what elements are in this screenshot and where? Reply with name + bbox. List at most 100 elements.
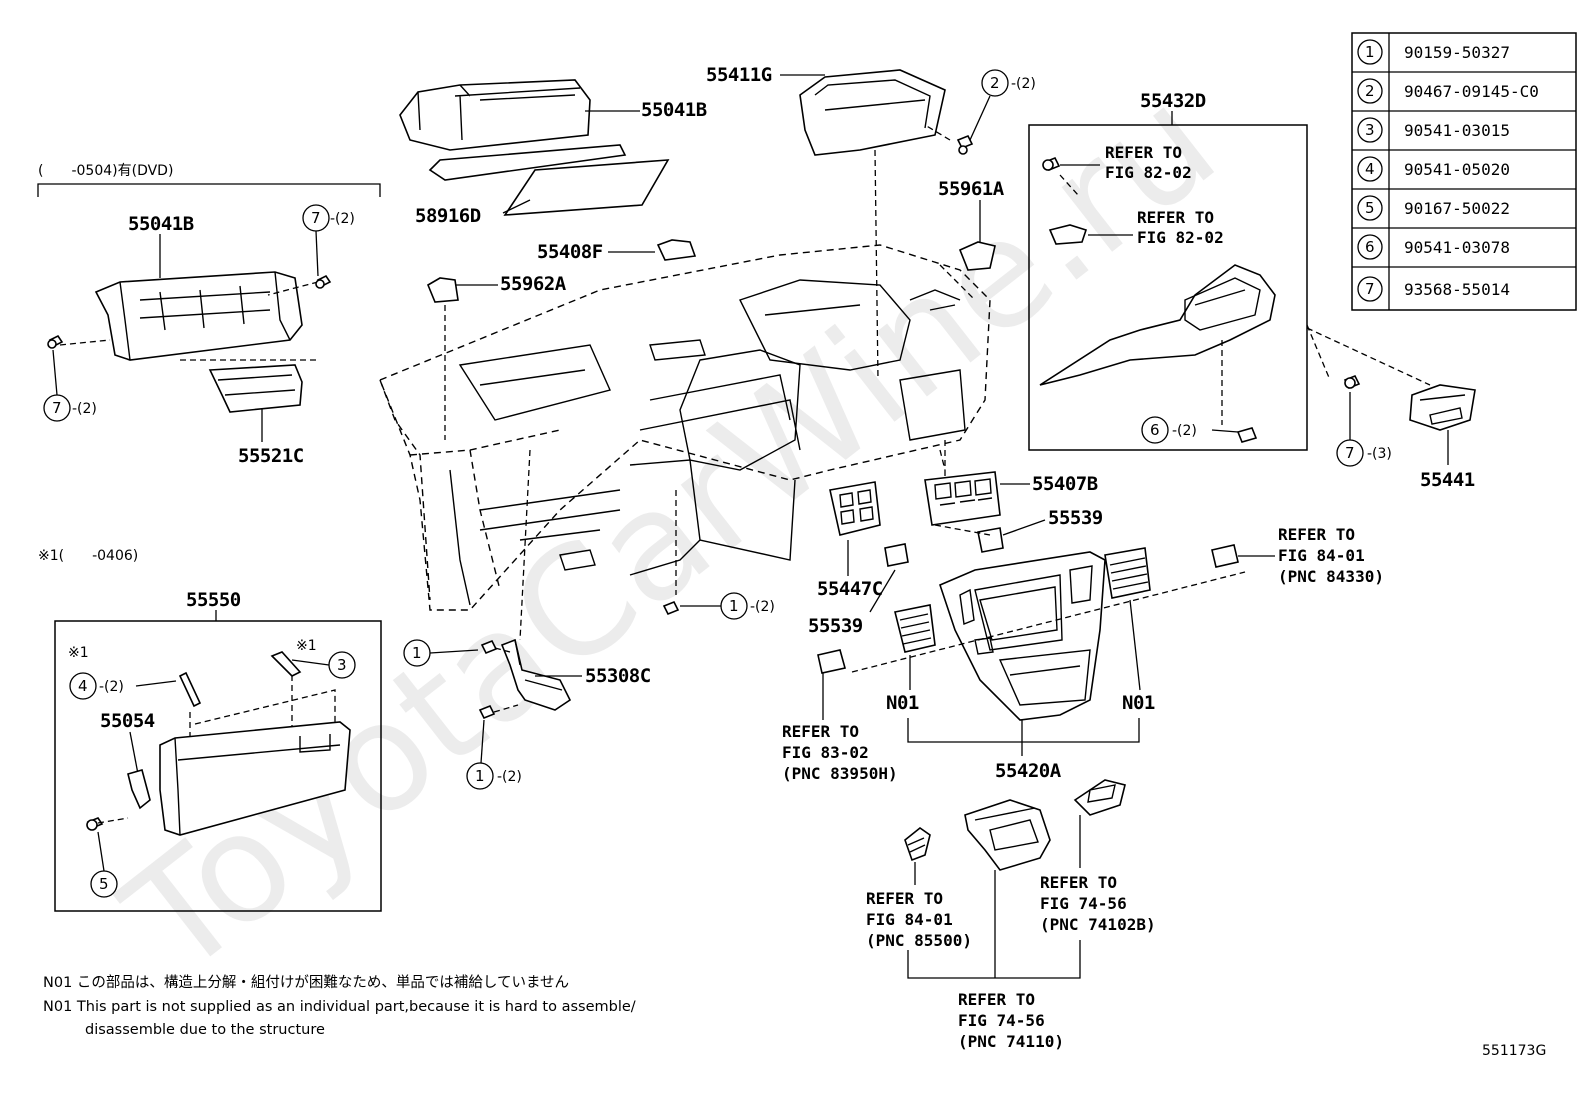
- refer-r8302: REFER TO FIG 83-02 (PNC 83950H): [782, 673, 898, 783]
- part-label-55308C: 55308C: [585, 665, 651, 687]
- table-index: 2: [1365, 82, 1375, 100]
- glovebox-group-heading: ※1( -0406): [38, 548, 138, 564]
- refer-line: (PNC 85500): [866, 931, 972, 950]
- glovebox-door-part: [159, 721, 351, 836]
- callout-5: 5: [99, 875, 109, 893]
- callout-3: 3: [337, 656, 347, 674]
- table-part-number: 90541-03078: [1404, 238, 1510, 257]
- refer-line: FIG 84-01: [1278, 546, 1365, 565]
- connector-part: [817, 649, 846, 674]
- switch-panel-55407B: [924, 471, 1001, 526]
- dvd-bracket-part: [94, 271, 303, 361]
- part-label-N01-left: N01: [886, 692, 919, 714]
- lock-part: [127, 769, 151, 810]
- top-center-parts: 55041B 58916D 55411G 2 -(2) 55408F 55962…: [399, 64, 1036, 440]
- screw-icon: [270, 651, 302, 677]
- callout-4: 4: [78, 677, 88, 695]
- clip-part-55408F: [656, 239, 697, 261]
- bracket-group: 55308C 1 1 -(2) 1 -(2): [403, 449, 775, 790]
- callout-qty: -(2): [1011, 76, 1036, 92]
- refer-label: REFER TO: [1137, 208, 1214, 227]
- clip-part-55962A: [426, 277, 459, 303]
- part-label-55961A: 55961A: [938, 178, 1005, 200]
- console-group: 55432D REFER TO FIG 82-02 REFER TO FIG 8…: [1028, 90, 1308, 451]
- connector-part: [1211, 544, 1239, 568]
- clip-part: [1048, 224, 1088, 245]
- screw-icon: [662, 600, 680, 616]
- note-mark: ※1: [68, 645, 89, 661]
- switch-55539-b: [977, 527, 1004, 553]
- part-label-55407B: 55407B: [1032, 473, 1098, 495]
- table-part-number: 90467-09145-C0: [1404, 82, 1539, 101]
- part-label-55420A: 55420A: [995, 760, 1062, 782]
- table-part-number: 93568-55014: [1404, 280, 1510, 299]
- vent-left: [894, 604, 936, 653]
- refer-line: FIG 74-56: [1040, 894, 1127, 913]
- dvd-group-heading: ( -0504)有(DVD): [38, 163, 173, 179]
- notes: N01 この部品は、構造上分解・組付けが困難なため、単品では補給していません N…: [43, 974, 636, 1038]
- callout-qty: -(2): [497, 769, 522, 785]
- center-cluster-group: N01 N01 55420A: [817, 544, 1246, 782]
- vent-right: [1104, 547, 1151, 599]
- fastener-table: 1 90159-50327 2 90467-09145-C0 3 90541-0…: [1351, 32, 1577, 311]
- screw-icon: [480, 639, 498, 655]
- table-index: 1: [1365, 43, 1375, 61]
- callout-qty: -(2): [750, 599, 775, 615]
- screw-icon: [315, 274, 332, 289]
- switch-55539-a: [884, 543, 909, 567]
- refer-label: FIG 82-02: [1105, 163, 1192, 182]
- part-label-55041B-dvd: 55041B: [128, 213, 194, 235]
- screw-icon: [956, 134, 974, 150]
- tray-part-55441: [1409, 384, 1476, 431]
- refer-label: REFER TO: [1105, 143, 1182, 162]
- table-part-number: 90541-05020: [1404, 160, 1510, 179]
- table-index: 6: [1365, 238, 1375, 256]
- table-part-number: 90541-03015: [1404, 121, 1510, 140]
- bottom-center-parts: REFER TO FIG 84-01 (PNC 85500) REFER TO …: [866, 779, 1156, 1051]
- table-part-number: 90159-50327: [1404, 43, 1510, 62]
- refer-line: REFER TO: [1278, 525, 1355, 544]
- screw-icon: [47, 334, 64, 349]
- refer-line: (PNC 74102B): [1040, 915, 1156, 934]
- refer-line: FIG 83-02: [782, 743, 869, 762]
- bracket-part: [1073, 779, 1126, 816]
- callout-7-top: 7: [311, 209, 321, 227]
- table-index: 3: [1365, 121, 1375, 139]
- cluster-cover-55411G: [799, 69, 946, 156]
- refer-line: REFER TO: [782, 722, 859, 741]
- tray-part-55041B: [399, 79, 591, 151]
- table-index: 4: [1365, 160, 1375, 178]
- dvd-group: ( -0504)有(DVD) 55041B 7 -(2) 7 -(2) 5552…: [37, 163, 381, 467]
- callout-6: 6: [1150, 421, 1160, 439]
- part-label-55054: 55054: [100, 710, 155, 732]
- console-panel-55432D: [1039, 264, 1276, 386]
- refer-r8401a: REFER TO FIG 84-01 (PNC 84330): [1238, 525, 1384, 586]
- sheet-part: [503, 159, 670, 216]
- note-english-line1: N01 This part is not supplied as an indi…: [43, 999, 636, 1015]
- table-part-number: 90167-50022: [1404, 199, 1510, 218]
- bracket-55441-group: 7 -(3) 55441: [1306, 324, 1476, 491]
- callout-qty: -(2): [72, 401, 97, 417]
- part-label-55441: 55441: [1420, 469, 1475, 491]
- refer-line: REFER TO: [1040, 873, 1117, 892]
- part-label-55962A: 55962A: [500, 273, 567, 295]
- glovebox-group: ※1( -0406) 55550 ※1 ※1 4 -(2) 3 55054 5: [38, 548, 382, 912]
- table-index: 5: [1365, 199, 1375, 217]
- note-english-line2: disassemble due to the structure: [85, 1022, 325, 1038]
- part-label-55432D: 55432D: [1140, 90, 1206, 112]
- screw-icon: [478, 704, 496, 720]
- refer-line: REFER TO: [866, 889, 943, 908]
- clip-part-55961A: [958, 241, 996, 271]
- refer-line: (PNC 74110): [958, 1032, 1064, 1051]
- switch-parts: 55447C 55539 55407B 55539: [808, 440, 1103, 637]
- cup-holder-part: [964, 799, 1051, 871]
- part-label-55539-upper: 55539: [1048, 507, 1103, 529]
- callout-1: 1: [412, 644, 422, 662]
- part-label-55447C: 55447C: [817, 578, 883, 600]
- callout-7: 7: [1345, 444, 1355, 462]
- refer-line: FIG 84-01: [866, 910, 953, 929]
- mat-part-58916D: [428, 144, 627, 181]
- part-label-55550: 55550: [186, 589, 241, 611]
- part-label-55411G: 55411G: [706, 64, 772, 86]
